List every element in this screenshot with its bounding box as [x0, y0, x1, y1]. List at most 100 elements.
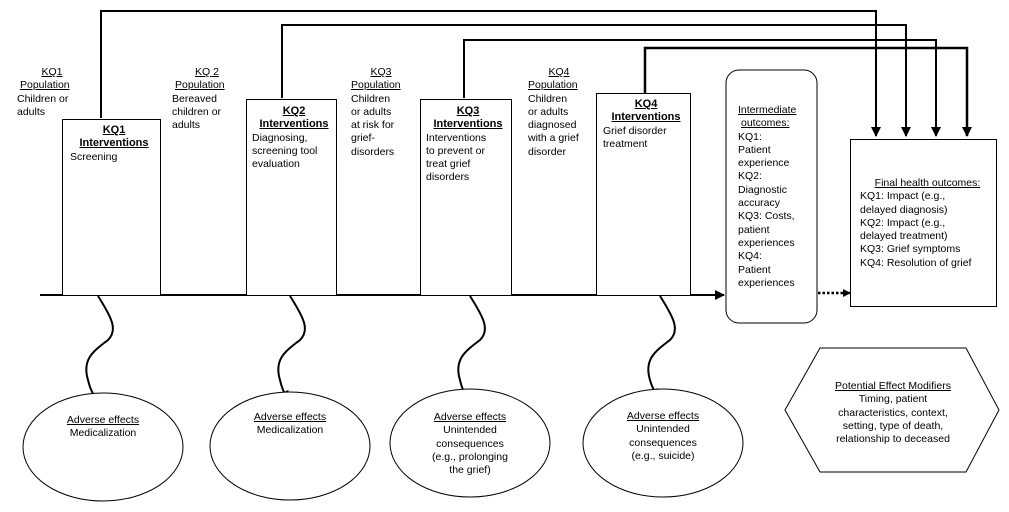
intermediate-outcomes-text: Intermediate outcomes: KQ1: Patient expe… — [738, 104, 814, 290]
effect-modifiers-heading: Potential Effect Modifiers — [835, 380, 951, 392]
intermediate-line: Patient — [738, 263, 771, 276]
adverse-effects-line: (e.g., suicide) — [631, 449, 695, 462]
kq2-connector-line — [281, 24, 911, 137]
kq3-interventions-subheading: Interventions — [433, 118, 503, 131]
adverse-arrow-kq1 — [85, 295, 114, 405]
kq2-population: KQ 2 Population Bereaved children or adu… — [172, 66, 242, 132]
intermediate-outcomes-heading: Intermediate — [738, 104, 797, 116]
intermediate-line: KQ4: — [738, 250, 762, 263]
kq3-population-heading: KQ3 — [370, 66, 392, 78]
kq4-interventions-text: KQ4 Interventions Grief disorder treatme… — [603, 98, 689, 151]
intervention-line: screening tool — [252, 144, 318, 157]
kq1-interventions-text: KQ1 Interventions Screening — [70, 124, 158, 164]
intervention-line: Screening — [70, 150, 118, 163]
adverse-effects-line: Unintended — [636, 423, 690, 436]
intermediate-line: KQ3: Costs, — [738, 210, 795, 223]
intermediate-line: experiences — [738, 276, 795, 289]
intermediate-line: KQ2: — [738, 170, 762, 183]
kq2-population-subheading: Population — [175, 79, 225, 92]
population-line: or adults — [528, 105, 569, 118]
final-outcomes-box — [850, 139, 997, 307]
final-outcome-line: KQ2: Impact (e.g., — [860, 216, 946, 229]
effect-modifiers-line: characteristics, context, — [838, 406, 948, 419]
intermediate-line: patient — [738, 223, 770, 236]
adverse-effects-ellipse-4 — [582, 388, 744, 498]
adverse-effects-text-1: Adverse effects Medicalization — [43, 414, 163, 441]
kq1-interventions-subheading: Interventions — [79, 137, 149, 150]
final-outcomes-text: Final health outcomes: KQ1: Impact (e.g.… — [860, 177, 995, 270]
intervention-line: Interventions — [426, 131, 487, 144]
adverse-effects-ellipse-3 — [389, 388, 551, 498]
population-line: Bereaved — [172, 92, 217, 105]
kq1-interventions-heading: KQ1 — [102, 124, 126, 136]
intermediate-line: Patient — [738, 143, 771, 156]
population-line: adults — [172, 119, 201, 132]
effect-modifiers-text: Potential Effect Modifiers Timing, patie… — [820, 380, 966, 446]
kq3-interventions-heading: KQ3 — [456, 105, 480, 117]
population-line: or adults — [351, 105, 392, 118]
kq2-interventions-box — [246, 99, 337, 296]
population-line: with a grief — [528, 132, 579, 145]
kq3-connector-line — [463, 39, 941, 137]
intervention-line: evaluation — [252, 158, 300, 171]
kq4-interventions-box — [596, 93, 691, 296]
adverse-effects-line: Medicalization — [69, 427, 137, 440]
effect-modifiers-line: relationship to deceased — [836, 433, 950, 446]
intermediate-line: accuracy — [738, 197, 781, 210]
adverse-arrow-kq2 — [277, 295, 306, 401]
final-outcome-line: delayed treatment) — [860, 230, 948, 243]
kq4-interventions-subheading: Interventions — [611, 111, 681, 124]
kq2-interventions-heading: KQ2 — [282, 105, 306, 117]
intermediate-outcomes-heading: outcomes: — [741, 117, 790, 130]
population-line: disorder — [528, 145, 566, 158]
intermediate-line: KQ1: — [738, 130, 762, 143]
kq4-population-subheading: Population — [528, 79, 578, 92]
intermediate-line: experiences — [738, 236, 795, 249]
population-line: diagnosed — [528, 119, 577, 132]
adverse-effects-ellipse-2 — [209, 391, 371, 501]
kq1-population: KQ1 Population Children or adults — [17, 66, 87, 119]
kq2-interventions-text: KQ2 Interventions Diagnosing, screening … — [252, 105, 336, 171]
adverse-effects-line: consequences — [436, 437, 504, 450]
adverse-effects-line: Medicalization — [256, 424, 324, 437]
kq4-interventions-heading: KQ4 — [634, 98, 658, 110]
effect-modifiers-line: setting, type of death, — [842, 419, 944, 432]
final-outcome-line: KQ4: Resolution of grief — [860, 256, 972, 269]
effect-modifiers-line: Timing, patient — [858, 393, 928, 406]
adverse-effects-text-2: Adverse effects Medicalization — [230, 411, 350, 438]
final-outcomes-heading: Final health outcomes: — [874, 177, 981, 189]
kq3-interventions-box — [420, 99, 512, 296]
kq3-population-subheading: Population — [351, 79, 401, 92]
kq4-connector-line — [643, 46, 972, 137]
population-line: Children or — [17, 92, 69, 105]
final-outcome-line: delayed diagnosis) — [860, 203, 948, 216]
kq3-interventions-text: KQ3 Interventions Interventions to preve… — [426, 105, 510, 185]
intervention-line: Diagnosing, — [252, 131, 308, 144]
kq2-population-heading: KQ 2 — [195, 66, 219, 78]
kq1-connector-line — [100, 10, 881, 137]
kq1-population-subheading: Population — [20, 79, 70, 92]
adverse-effects-line: consequences — [629, 436, 697, 449]
adverse-effects-text-4: Adverse effects Unintended consequences … — [603, 410, 723, 463]
kq1-population-heading: KQ1 — [41, 66, 63, 78]
kq4-population: KQ4 Population Children or adults diagno… — [528, 66, 590, 159]
adverse-effects-heading: Adverse effects — [433, 411, 507, 423]
adverse-arrow-kq4 — [647, 295, 676, 399]
adverse-effects-ellipse-1 — [22, 392, 184, 502]
adverse-effects-text-3: Adverse effects Unintended consequences … — [405, 411, 535, 477]
intermediate-line: Diagnostic — [738, 183, 788, 196]
population-line: children or — [172, 105, 222, 118]
adverse-effects-line: (e.g., prolonging — [432, 450, 508, 463]
intervention-line: disorders — [426, 171, 470, 184]
kq4-population-heading: KQ4 — [548, 66, 570, 78]
population-line: adults — [17, 105, 46, 118]
kq1-interventions-box — [62, 119, 161, 296]
adverse-effects-line: the grief) — [449, 464, 491, 477]
final-outcome-line: KQ3: Grief symptoms — [860, 243, 961, 256]
population-line: Children — [351, 92, 391, 105]
intermediate-outcomes-box — [725, 69, 818, 324]
population-line: grief- — [351, 132, 375, 145]
effect-modifiers-hexagon — [784, 347, 1000, 473]
intervention-line: treat grief — [426, 158, 471, 171]
